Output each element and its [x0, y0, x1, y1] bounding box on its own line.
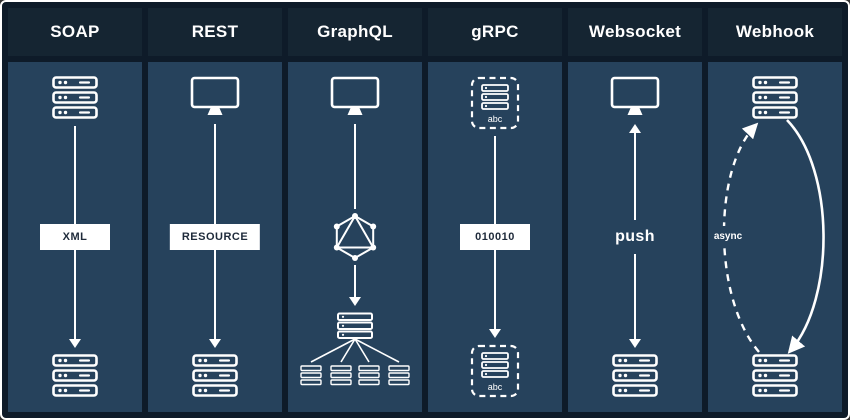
- column-header-grpc: gRPC: [428, 8, 562, 56]
- webhook-curved-arrows: async: [709, 119, 825, 354]
- webhook-async-label: async: [714, 231, 743, 242]
- monitor-icon: [190, 76, 240, 115]
- column-header-websocket: Websocket: [568, 8, 702, 56]
- column-body-webhook: async: [708, 62, 842, 412]
- monitor-icon: [330, 76, 380, 115]
- rest-payload-label: RESOURCE: [169, 224, 261, 250]
- column-title: Webhook: [735, 22, 815, 41]
- server-fanout-icon: [300, 312, 410, 386]
- column-header-graphql: GraphQL: [288, 8, 422, 56]
- server-stack-icon: [612, 354, 658, 397]
- grpc-icon-text: abc: [488, 382, 503, 392]
- column-header-rest: REST: [148, 8, 282, 56]
- server-stack-icon: [52, 354, 98, 397]
- column-title: Websocket: [588, 22, 682, 41]
- server-stack-icon: [752, 354, 798, 397]
- soap-payload-label: XML: [40, 224, 110, 250]
- column-body-grpc: abc 010010 abc: [428, 62, 562, 412]
- column-body-soap: XML: [8, 62, 142, 412]
- column-body-websocket: push: [568, 62, 702, 412]
- column-header-webhook: Webhook: [708, 8, 842, 56]
- column-header-soap: SOAP: [8, 8, 142, 56]
- websocket-push-label: push: [612, 220, 658, 254]
- grpc-payload-label: 010010: [460, 224, 530, 250]
- column-body-graphql: [288, 62, 422, 412]
- server-stack-icon: [752, 76, 798, 119]
- graphql-logo-icon: [332, 209, 378, 265]
- dashed-server-icon: abc: [470, 76, 520, 130]
- column-body-rest: RESOURCE: [148, 62, 282, 412]
- grpc-icon-text: abc: [488, 114, 503, 124]
- server-stack-icon: [192, 354, 238, 397]
- server-stack-icon: [52, 76, 98, 119]
- column-title: REST: [191, 22, 239, 41]
- column-title: GraphQL: [317, 22, 393, 41]
- column-title: SOAP: [50, 22, 100, 41]
- monitor-icon: [610, 76, 660, 115]
- dashed-server-icon: abc: [470, 344, 520, 398]
- column-title: gRPC: [471, 22, 519, 41]
